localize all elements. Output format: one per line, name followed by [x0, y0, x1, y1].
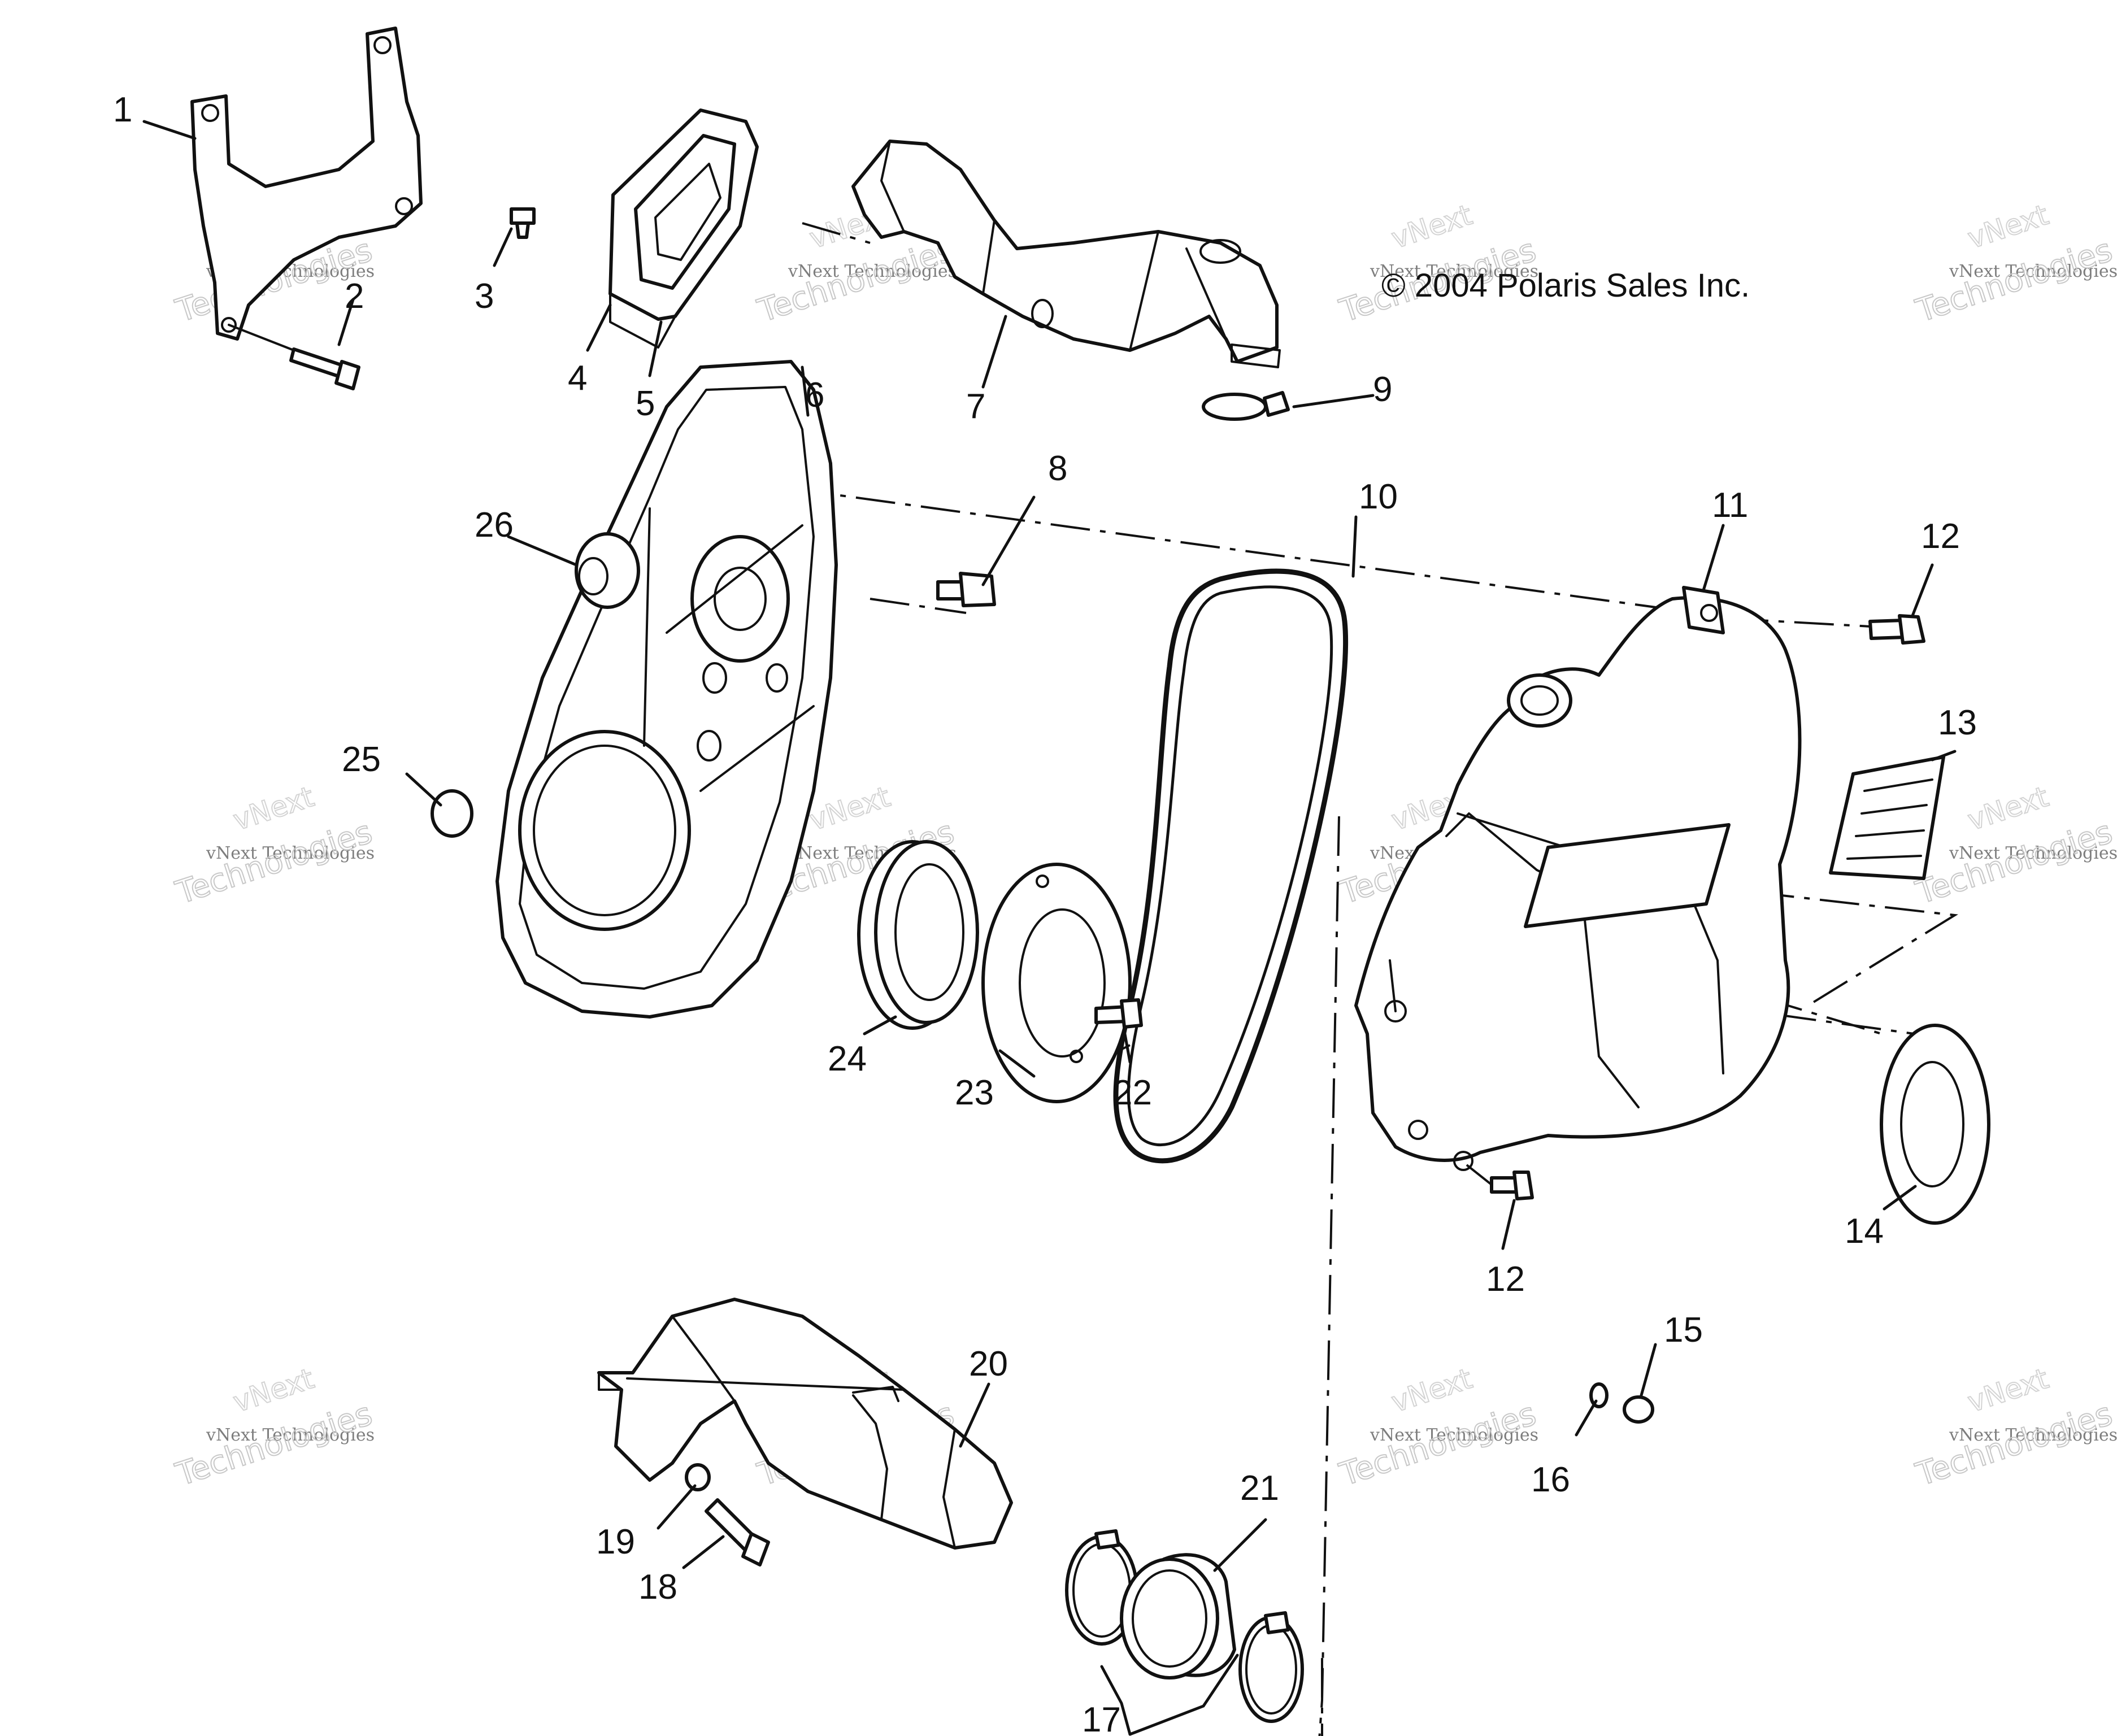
watermark: vNext vNext Technologies Technologies — [1334, 198, 1541, 330]
part-19-washer — [685, 1463, 711, 1491]
callout-20: 20 — [969, 1345, 1008, 1383]
callout-26: 26 — [475, 506, 514, 545]
callout-12-upper: 12 — [1921, 517, 1960, 556]
part-24-seal — [857, 840, 979, 1030]
callout-18: 18 — [638, 1568, 677, 1607]
callout-13: 13 — [1938, 703, 1977, 742]
callout-12-lower: 12 — [1486, 1260, 1525, 1299]
svg-text:vNext Technologies: vNext Technologies — [788, 262, 957, 281]
watermark: vNext vNext Technologies Technologies — [1911, 198, 2117, 330]
svg-text:vNext Technologies: vNext Technologies — [1370, 1425, 1538, 1445]
callout-17: 17 — [1082, 1700, 1121, 1736]
svg-text:vNext: vNext — [1964, 198, 2053, 255]
svg-text:vNext: vNext — [229, 780, 318, 837]
callout-14: 14 — [1845, 1212, 1884, 1251]
callout-5: 5 — [636, 384, 655, 423]
part-12-bolt-lower — [1490, 1171, 1534, 1200]
part-7-duct — [851, 140, 1281, 368]
svg-text:vNext: vNext — [806, 780, 894, 837]
leader-lines — [142, 120, 1957, 1736]
watermark: vNext vNext Technologies Technologies — [1911, 1361, 2117, 1494]
callout-19: 19 — [596, 1522, 635, 1561]
copyright-notice: © 2004 Polaris Sales Inc. — [1381, 267, 1750, 304]
svg-text:vNext Technologies: vNext Technologies — [1949, 1425, 2117, 1445]
part-3-bolt — [510, 207, 536, 239]
callout-4: 4 — [568, 359, 587, 398]
svg-text:vNext Technologies: vNext Technologies — [1949, 843, 2117, 863]
part-26-grommet — [575, 532, 640, 609]
part-1-bracket — [190, 27, 423, 351]
callout-23: 23 — [955, 1073, 994, 1112]
callout-21: 21 — [1240, 1469, 1279, 1508]
callouts: 1 2 3 4 5 6 7 8 9 10 11 12 12 13 14 15 1… — [113, 90, 1977, 1736]
callout-22: 22 — [1113, 1073, 1152, 1112]
part-13-decal — [1829, 755, 1945, 880]
part-17-clamp-left — [1065, 1529, 1138, 1646]
part-10-drive-belt — [1113, 568, 1349, 1164]
part-15-nut — [1623, 1395, 1654, 1424]
part-9-clamp — [1202, 391, 1290, 421]
part-2-bolt — [289, 347, 360, 390]
part-21-boot — [1120, 1553, 1236, 1680]
part-14-ring — [1880, 1024, 1990, 1225]
callout-10: 10 — [1359, 477, 1398, 516]
watermark: vNext vNext Technologies Technologies — [1911, 780, 2117, 912]
part-12-bolt-upper — [1868, 614, 1925, 645]
svg-text:vNext Technologies: vNext Technologies — [1949, 262, 2117, 281]
part-17-clamp-right — [1238, 1611, 1304, 1723]
svg-text:vNext: vNext — [1388, 1362, 1476, 1419]
part-25-plug — [431, 789, 473, 838]
watermarks: vNext vNext Technologies Technologies vN… — [171, 198, 2117, 1494]
callout-9: 9 — [1373, 370, 1392, 409]
svg-text:vNext Technologies: vNext Technologies — [206, 843, 375, 863]
watermark: vNext vNext Technologies Technologies — [171, 780, 377, 912]
svg-text:vNext: vNext — [1964, 1362, 2053, 1419]
callout-11: 11 — [1712, 486, 1748, 525]
svg-text:vNext: vNext — [229, 1362, 318, 1419]
svg-text:vNext Technologies: vNext Technologies — [206, 1425, 375, 1445]
part-11-outer-cover — [1354, 586, 1802, 1171]
part-23-plate — [981, 863, 1132, 1103]
part-4-5-intake-seal — [608, 108, 759, 349]
part-18-bolt — [705, 1498, 770, 1567]
svg-text:vNext Technologies: vNext Technologies — [1370, 262, 1538, 281]
callout-15: 15 — [1664, 1311, 1703, 1350]
svg-text:vNext: vNext — [1964, 780, 2053, 837]
callout-3: 3 — [475, 277, 494, 316]
svg-text:vNext: vNext — [1388, 198, 1476, 255]
callout-6: 6 — [805, 376, 824, 415]
watermark: vNext vNext Technologies Technologies — [1334, 1361, 1541, 1494]
part-20-lower-duct — [597, 1298, 1013, 1550]
callout-2: 2 — [345, 277, 364, 316]
part-6-inner-cover — [495, 360, 838, 1019]
callout-1: 1 — [113, 90, 132, 129]
callout-7: 7 — [966, 387, 985, 426]
callout-25: 25 — [342, 740, 381, 779]
part-22-bolt — [1094, 998, 1143, 1029]
callout-16: 16 — [1531, 1460, 1570, 1499]
callout-24: 24 — [828, 1039, 867, 1078]
watermark: vNext vNext Technologies Technologies — [171, 1361, 377, 1494]
callout-8: 8 — [1048, 449, 1067, 488]
